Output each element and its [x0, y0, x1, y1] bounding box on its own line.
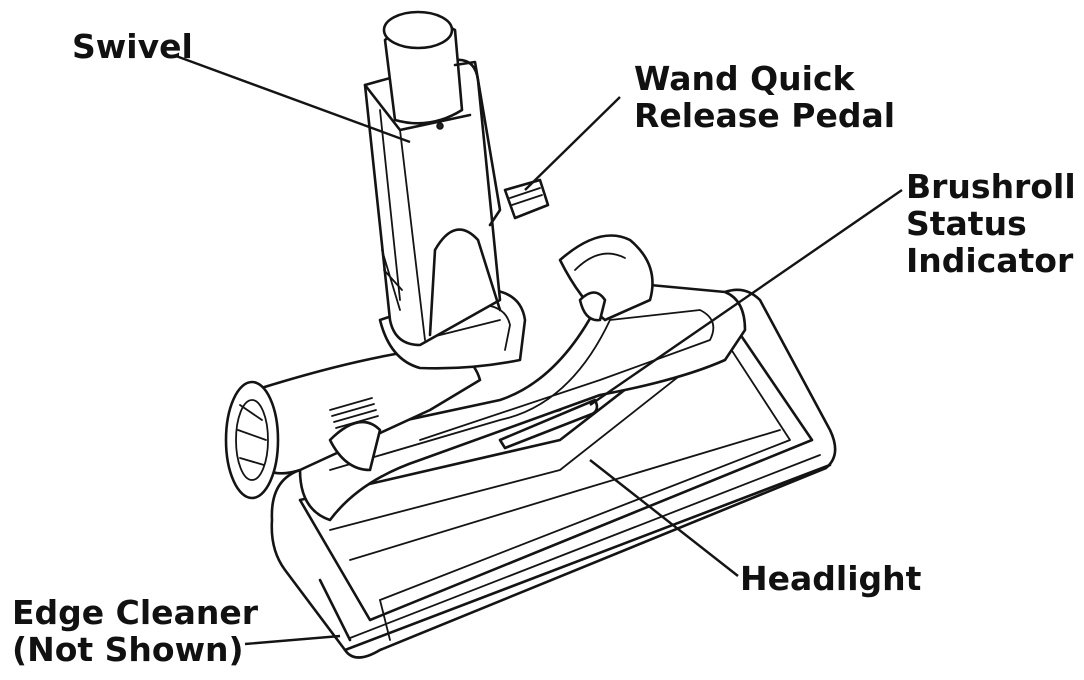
- label-swivel-line-1: Swivel: [72, 27, 193, 66]
- leader-edge-cleaner: [244, 634, 341, 646]
- label-edge-cleaner-line-2: (Not Shown): [12, 630, 244, 669]
- leader-brushroll-status: [589, 189, 903, 406]
- label-headlight-line-1: Headlight: [740, 559, 922, 598]
- label-brushroll-line-1: Brushroll: [906, 167, 1076, 206]
- label-swivel: Swivel: [72, 28, 193, 65]
- leader-release-pedal: [524, 96, 621, 191]
- release-pedal: [503, 178, 550, 220]
- label-headlight: Headlight: [740, 560, 921, 597]
- floorhead-hood: [298, 278, 747, 522]
- swivel-column: [363, 10, 502, 347]
- leader-headlight: [589, 459, 739, 577]
- label-brushroll-status-indicator: Brushroll Status Indicator: [906, 168, 1076, 279]
- label-edge-cleaner-line-1: Edge Cleaner: [12, 593, 258, 632]
- label-brushroll-line-2: Status: [906, 204, 1027, 243]
- label-release-pedal-line-2: Release Pedal: [634, 96, 896, 135]
- label-release-pedal-line-1: Wand Quick: [634, 59, 855, 98]
- status-indicator: [578, 291, 607, 322]
- label-wand-quick-release-pedal: Wand Quick Release Pedal: [634, 60, 895, 134]
- leader-swivel: [175, 54, 411, 144]
- leader-lines: [175, 54, 903, 646]
- brushroll-housing: [224, 348, 482, 500]
- label-brushroll-line-3: Indicator: [906, 241, 1074, 280]
- label-edge-cleaner: Edge Cleaner (Not Shown): [12, 594, 258, 668]
